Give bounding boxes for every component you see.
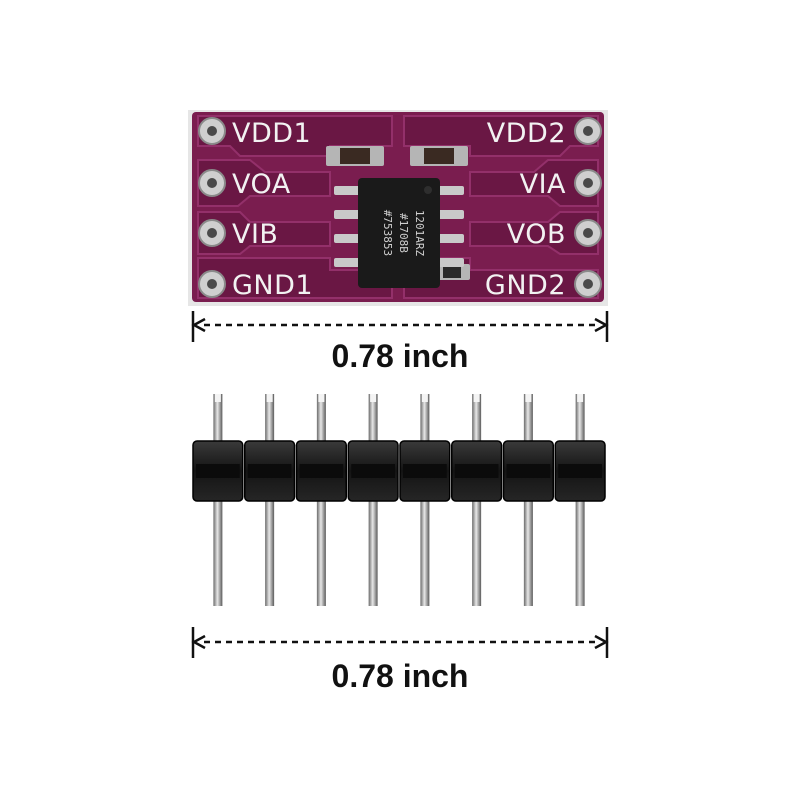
header-housing-band: [247, 464, 292, 478]
smd-resistor-bottom-right: [434, 264, 470, 280]
chip-leads: [334, 186, 464, 267]
header-housing-band: [351, 464, 395, 478]
label-vdd2: VDD2: [487, 118, 566, 149]
board-width-label: 0.78 inch: [331, 338, 469, 374]
chip-marking-line3: #753853: [381, 210, 394, 256]
header-housing-band: [403, 464, 447, 478]
board-dimension-line: [191, 311, 609, 342]
chip-marking-line1: 1201ARZ: [413, 210, 426, 257]
label-vdd1: VDD1: [232, 118, 311, 149]
header-housing-band: [454, 464, 499, 478]
smd-capacitor-left: [326, 146, 384, 166]
label-voa: VOA: [232, 169, 291, 200]
isolator-chip: 1201ARZ #1708B #753853: [358, 178, 440, 288]
label-via: VIA: [520, 169, 566, 200]
header-pin-tip: [318, 394, 325, 402]
left-pads: [198, 117, 226, 298]
smd-capacitor-right: [410, 146, 468, 166]
header-pin-tip: [421, 394, 428, 402]
header-housing-band: [196, 464, 240, 478]
label-vob: VOB: [507, 219, 566, 250]
header-housing-band: [558, 464, 602, 478]
pcb-board: VDD1 VOA VIB GND1 VDD2 VIA VOB GND2: [188, 110, 608, 306]
header-housing-band: [506, 464, 551, 478]
label-gnd1: GND1: [232, 270, 313, 301]
pin-header: [192, 394, 606, 606]
header-pin-tip: [525, 394, 532, 402]
header-pin-tip: [370, 394, 377, 402]
label-vib: VIB: [232, 219, 278, 250]
header-housing-band: [299, 464, 344, 478]
label-gnd2: GND2: [485, 270, 566, 301]
header-pin-tip: [214, 394, 221, 402]
header-pin-tip: [266, 394, 273, 402]
header-pin-tip: [577, 394, 584, 402]
header-pin-tip: [473, 394, 480, 402]
right-pads: [574, 117, 602, 298]
header-width-label: 0.78 inch: [331, 658, 469, 694]
header-dimension-line: [191, 627, 609, 658]
chip-marking-line2: #1708B: [397, 213, 410, 253]
